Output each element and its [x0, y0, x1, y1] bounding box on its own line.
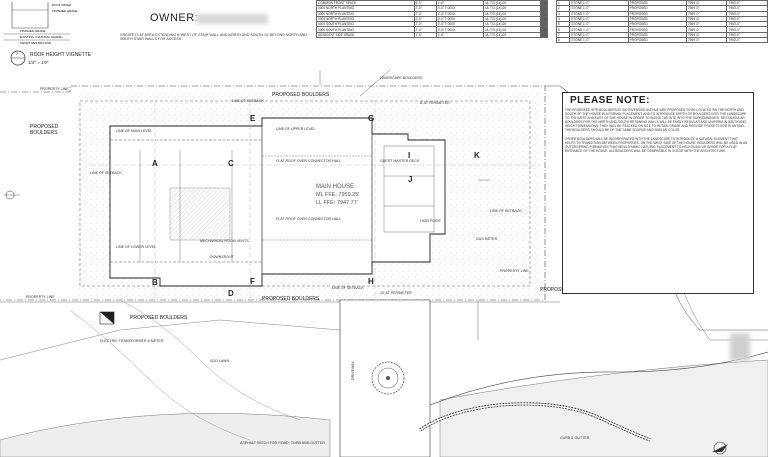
grid-letter-e: E — [250, 114, 256, 123]
please-note-title: PLEASE NOTE: — [570, 95, 650, 106]
grid-letter-i: I — [408, 151, 411, 160]
owner-label: OWNER: — [150, 12, 199, 24]
main-house-label: MAIN HOUSE — [316, 184, 355, 190]
main-level-ffe: ML FFE: 7959.25' — [316, 192, 360, 198]
lower-level-ffe: LL FFE: 7947.77' — [316, 200, 358, 206]
vignette-marker — [10, 50, 26, 66]
landscape-boulders-label: LANDSCAPE BOULDERS — [380, 76, 423, 80]
property-line-nw: PROPERTY LINE — [40, 87, 69, 91]
proposed-boulders-west: PROPOSED BOULDERS — [30, 124, 59, 136]
proposed-boulders-north: PROPOSED BOULDERS — [272, 92, 330, 98]
line-of-setback-south: LINE OF SETBACK — [332, 286, 364, 290]
schedule-cell: 1'-6" — [413, 31, 437, 39]
schedule-cell: STONE 1'-0" — [569, 37, 629, 44]
grid-letter-k: K — [474, 151, 480, 160]
property-line-se: PROPERTY LINE — [500, 269, 529, 273]
please-note-paragraph-2: OTHER BOULDERS WILL BE INCORPORATED INTO… — [565, 136, 748, 153]
svg-text:EXISTING / NATURAL GRADE: EXISTING / NATURAL GRADE — [20, 35, 62, 39]
grid-letter-j: J — [408, 175, 413, 184]
property-line-sw: PROPERTY LINE — [26, 295, 55, 299]
svg-text:FINISHED GRADE: FINISHED GRADE — [20, 29, 46, 33]
line-of-lower-level-1: LINE OF LOWER LEVEL — [116, 245, 157, 249]
schedule-cell: 8 — [555, 37, 571, 44]
electric-transformer-label: ELECTRIC TRANSFORMER & METER — [100, 339, 164, 343]
vignette-scale: 1/4" = 1'0" — [28, 60, 49, 65]
flat-roof-label-1: FLAT ROOF OVER CONNECTOR HALL — [276, 159, 342, 163]
detail-vignette-top: ROOF RIDGE FINISHED GRADE FINISHED GRADE… — [4, 2, 78, 45]
perimeter-10: 10' AT PERIMETER — [380, 291, 412, 295]
schedule-cell: 7953'-0" — [726, 37, 768, 44]
guest-master-deck: GUEST MASTER DECK — [380, 159, 420, 163]
sod-lawn-label: SOD LAWN — [210, 359, 230, 363]
grid-letter-c: C — [228, 159, 234, 168]
flat-roof-label-2: FLAT ROOF OVER CONNECTOR HALL — [276, 217, 342, 221]
please-note-box — [562, 92, 754, 294]
schedule-cell: PROPOSED — [627, 37, 687, 44]
downspout-label: DOWNSPOUT — [210, 255, 234, 259]
proposed-boulders-southwest: PROPOSED BOULDERS — [130, 315, 188, 321]
grid-letter-g: G — [368, 114, 375, 123]
owner-name-redacted — [196, 14, 268, 24]
line-of-upper-level-1: LINE OF UPPER LEVEL — [276, 127, 316, 131]
grid-letter-a: A — [152, 159, 158, 168]
high-point-label: HIGH POINT — [420, 219, 441, 223]
please-note-paragraph-1: THE PROPOSED SITE BOULDERS AT 440 RIVERS… — [565, 108, 747, 133]
perimeter-8: 8' AT PERIMETER — [420, 101, 450, 105]
schedule-shaded-cell — [539, 31, 549, 39]
gas-meter-label: GAS METER — [476, 237, 498, 241]
grid-letter-h: H — [368, 277, 374, 286]
driveway-label: DRIVEWAY — [351, 361, 355, 380]
svg-text:FINISHED GRADE: FINISHED GRADE — [52, 9, 78, 13]
line-of-setback-north: LINE OF SETBACK — [232, 99, 264, 103]
asphalt-patch-label: ASPHALT PATCH FOR ROAD, CURB AND GUTTER — [240, 441, 325, 445]
svg-text:SHORT RESTRICTIVE: SHORT RESTRICTIVE — [20, 41, 51, 45]
svg-text:ROOF RIDGE: ROOF RIDGE — [52, 3, 71, 7]
grid-letter-d: D — [228, 289, 234, 298]
line-of-main-level-1: LINE OF MAIN LEVEL — [116, 129, 153, 133]
grading-notes: CREATE FLAT AREA EXTENDING 8' WEST OF ST… — [120, 33, 307, 42]
vignette-number: 2 — [16, 52, 18, 56]
line-of-setback-east: LINE OF SETBACK — [490, 209, 522, 213]
vignette-title: ROOF HEIGHT VIGNETTE — [30, 52, 92, 58]
mechanical-room-vents: MECHANICAL ROOM VENTS — [200, 239, 249, 243]
grid-letter-b: B — [152, 278, 158, 287]
redacted-block — [730, 333, 750, 361]
curb-gutter-label: CURB & GUTTER — [560, 436, 590, 440]
proposed-boulders-south: PROPOSED BOULDERS — [262, 296, 320, 302]
please-note-body: THE PROPOSED SITE BOULDERS AT 440 RIVERS… — [565, 108, 749, 153]
line-of-setback-west: LINE OF SETBACK — [90, 171, 122, 175]
grid-letter-f: F — [250, 277, 255, 286]
